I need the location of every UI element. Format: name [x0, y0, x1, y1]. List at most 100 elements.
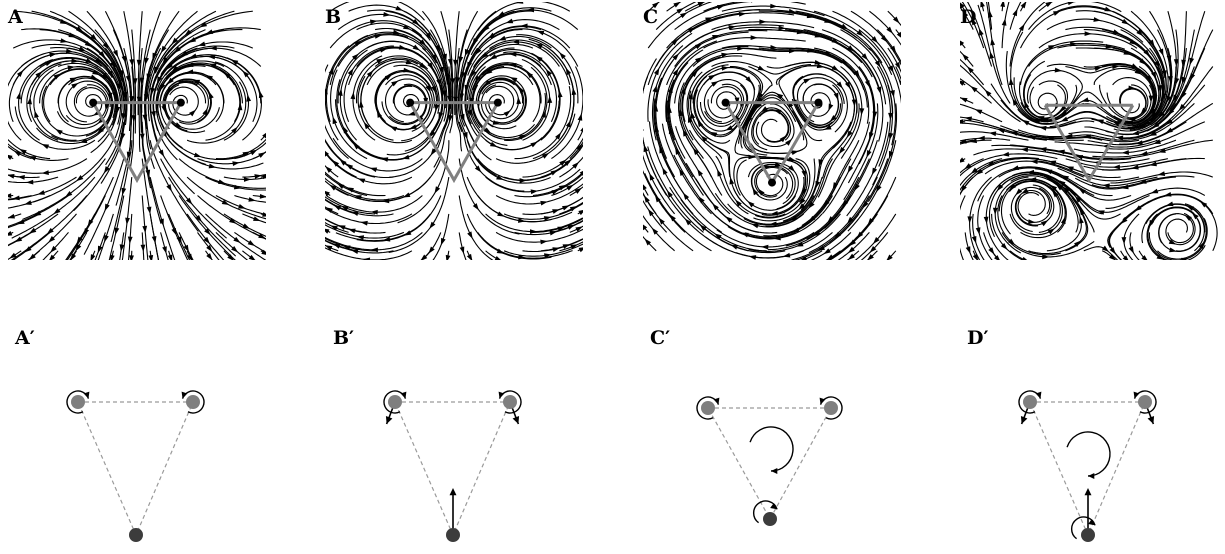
flow-arrowhead	[28, 156, 37, 161]
flow-arrowhead	[675, 147, 681, 155]
flow-arrowhead	[262, 212, 266, 217]
streamline	[32, 139, 114, 203]
flow-arrowhead	[129, 96, 135, 104]
flow-arrowhead	[162, 246, 167, 254]
sphere-light	[701, 401, 715, 415]
flow-arrowhead	[351, 211, 359, 217]
flow-arrowhead	[1131, 63, 1139, 69]
flow-arrowhead	[823, 124, 832, 130]
arrowhead	[1088, 472, 1095, 480]
flow-arrowhead	[526, 71, 534, 79]
streamline	[577, 128, 583, 141]
flow-arrowhead	[121, 113, 127, 121]
flow-arrowhead	[1140, 150, 1148, 156]
flow-arrowhead	[1145, 74, 1152, 83]
flow-arrowhead	[1018, 23, 1025, 32]
flow-arrowhead	[1162, 70, 1167, 78]
flow-arrowhead	[171, 65, 179, 72]
flow-arrowhead	[333, 205, 342, 211]
rotation-arc	[749, 426, 794, 472]
sphere-light	[503, 395, 517, 409]
flow-arrowhead	[69, 77, 78, 83]
flow-arrowhead	[564, 159, 572, 166]
flow-arrowhead	[459, 246, 465, 255]
flow-arrowhead	[866, 150, 872, 158]
flow-arrowhead	[888, 132, 894, 141]
flow-arrowhead	[158, 149, 165, 157]
flow-arrowhead	[823, 200, 830, 208]
flow-arrowhead	[16, 91, 21, 100]
flow-arrowhead	[725, 125, 733, 131]
streamline-svg-a	[8, 10, 266, 260]
flow-arrowhead	[729, 176, 735, 185]
flow-arrowhead	[671, 38, 679, 46]
flow-arrowhead	[325, 166, 333, 173]
flow-arrowhead	[1001, 151, 1010, 157]
streamline	[8, 138, 51, 160]
flow-arrowhead	[529, 229, 538, 235]
sphere-marker	[493, 98, 502, 107]
flow-arrowhead	[676, 7, 684, 14]
flow-arrowhead	[107, 70, 114, 78]
arrowhead	[713, 397, 720, 405]
flow-arrowhead	[890, 90, 895, 98]
flow-arrowhead	[1104, 6, 1112, 12]
streamline	[876, 66, 891, 167]
flow-arrowhead	[690, 111, 696, 119]
streamline	[808, 176, 878, 254]
flow-arrowhead	[543, 216, 552, 221]
flow-arrowhead	[185, 69, 194, 75]
flow-arrowhead	[248, 254, 256, 260]
flow-arrowhead	[644, 238, 652, 246]
flow-arrowhead	[247, 240, 256, 246]
flow-arrowhead	[960, 80, 965, 86]
arrowhead	[771, 467, 778, 475]
flow-arrowhead	[760, 106, 768, 113]
flow-arrowhead	[1048, 45, 1056, 50]
flow-arrowhead	[503, 110, 511, 117]
flow-arrowhead	[1049, 184, 1058, 192]
flow-arrowhead	[351, 53, 359, 61]
flow-arrowhead	[643, 144, 649, 153]
flow-arrowhead	[562, 244, 571, 249]
flow-arrowhead	[258, 233, 266, 239]
flow-arrowhead	[370, 209, 378, 215]
flow-arrowhead	[376, 58, 384, 64]
flow-arrowhead	[886, 254, 893, 260]
streamline	[186, 81, 247, 144]
flow-arrowhead	[1012, 98, 1018, 106]
flow-arrowhead	[28, 227, 37, 234]
flow-arrowhead	[778, 25, 786, 31]
flow-arrowhead	[1000, 2, 1005, 7]
sphere-light	[388, 395, 402, 409]
flow-arrowhead	[555, 132, 562, 140]
motion-annotations	[383, 390, 522, 531]
flow-arrowhead	[1028, 219, 1036, 225]
streamlines	[643, 2, 901, 260]
flow-arrowhead	[823, 248, 831, 255]
flow-arrowhead	[325, 245, 333, 251]
flow-arrowhead	[1042, 254, 1050, 260]
flow-arrowhead	[166, 184, 172, 192]
streamline	[792, 73, 833, 128]
flow-arrowhead	[1137, 123, 1146, 128]
streamline	[643, 235, 657, 252]
flow-arrowhead	[644, 195, 650, 203]
flow-arrowhead	[1169, 247, 1177, 253]
flow-arrowhead	[131, 115, 137, 123]
flow-arrowhead	[242, 223, 250, 229]
panel-label-b: B	[325, 6, 342, 28]
flow-arrowhead	[41, 144, 50, 150]
flow-arrowhead	[348, 228, 356, 234]
streamline	[960, 64, 1021, 123]
flow-arrowhead	[842, 200, 849, 208]
flow-arrowhead	[1198, 241, 1205, 249]
flow-arrowhead	[151, 235, 157, 244]
flow-arrowhead	[1015, 188, 1023, 196]
flow-arrowhead	[346, 187, 354, 193]
flow-arrowhead	[167, 254, 173, 260]
flow-arrowhead	[672, 53, 680, 61]
flow-arrowhead	[697, 2, 705, 7]
flow-arrowhead	[467, 231, 473, 239]
arrowhead	[770, 503, 778, 510]
